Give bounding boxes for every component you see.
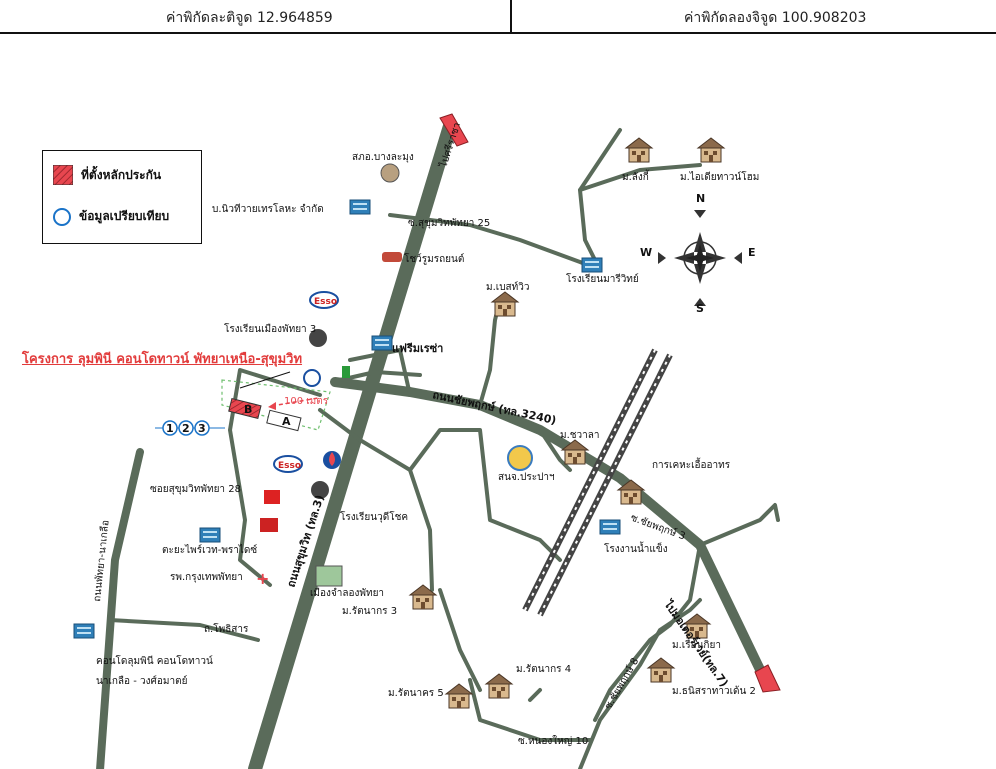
house-icon (485, 673, 513, 699)
header-lines (0, 0, 996, 34)
compass-e: E (748, 246, 756, 259)
building-icon (581, 257, 603, 273)
school-mary-label: โรงเรียนมารีวิทย์ (566, 272, 639, 285)
longitude-label: ค่าพิกัดลองจิจูด 100.908203 (684, 10, 867, 26)
lungkit-label: ม.ลังกี้ (622, 169, 650, 183)
showroom-label: โชว์รูมรถยนต์ (404, 252, 464, 265)
seven-eleven-icon (342, 366, 350, 378)
plot-a-label: A (282, 415, 291, 428)
building-icon (199, 527, 221, 543)
muangjam-label: เมืองจำลองพัทยา (310, 587, 384, 599)
svg-text:Esso: Esso (278, 461, 301, 471)
police-icon (380, 163, 400, 183)
compass-s: S (696, 302, 704, 315)
mini-siam-icon (315, 565, 343, 587)
lumpini-condo-label-2: นาเกลือ - วงศ์อมาตย์ (96, 675, 187, 687)
legend-collateral: ที่ตั้งหลักประกัน (53, 165, 161, 185)
school-icon (309, 329, 327, 347)
distance-label: 100 เมตร (284, 396, 329, 407)
chaiphruek8-label: ซ.ชัยพฤกษ์ 8 (602, 656, 641, 712)
legend-compare: ข้อมูลเปรียบเทียบ (53, 207, 169, 226)
plot-a-marker (266, 409, 302, 432)
school-muang-label: โรงเรียนเมืองพัทยา 3 (224, 322, 316, 335)
rattanakorn4-label: ม.รัตนากร 4 (516, 664, 571, 675)
nongyai10-label: ซ.หนองใหญ่ 10 (518, 735, 588, 747)
building-icon (73, 623, 95, 639)
circle-swatch-icon (53, 207, 71, 226)
project-title: โครงการ ลุมพินี คอนโดทาวน์ พัทยาเหนือ-สุ… (22, 352, 303, 367)
building-icon (371, 335, 393, 351)
to-motorway-arrow (754, 664, 781, 693)
ruankiya-label: ม.เรือนกิยา (672, 639, 721, 651)
plot-b-marker (228, 397, 262, 420)
legend-compare-label: ข้อมูลเปรียบเทียบ (79, 209, 170, 223)
hospital-label: รพ.กรุงเทพพัทยา (170, 572, 243, 583)
mitsubishi-icon (264, 490, 280, 504)
hospital-icon: + (256, 569, 269, 588)
school-icon (311, 481, 329, 499)
rattanakorn3-label: ม.รัตนากร 3 (342, 606, 397, 617)
pattaya-naklua-label: ถนนพัทยา-นาเกลือ (91, 519, 112, 602)
esso-icon (309, 291, 339, 309)
marker-1: 1 (166, 422, 174, 435)
road-network (96, 119, 780, 769)
latitude-label: ค่าพิกัดละติจูด 12.964859 (166, 10, 333, 26)
compass-w: W (640, 246, 652, 259)
fairmaid-label: แฟรีมเรซ่า (392, 342, 443, 355)
food-factory-label: การเคหะเอื้ออาทร (652, 457, 731, 471)
honda-icon (260, 518, 278, 532)
soi28-label: ซอยสุขุมวิทพัทยา 28 (150, 484, 241, 495)
sukhumvit-road (248, 119, 457, 769)
pattaya-naklua-road (96, 448, 144, 769)
coordinate-header: ค่าพิกัดละติจูด 12.964859 ค่าพิกัดลองจิจ… (0, 0, 996, 34)
rattanakorn5-label: ม.รัตนาคร 5 (388, 688, 444, 699)
to-sriracha-arrow (439, 113, 469, 147)
building-icon (599, 519, 621, 535)
house-icon (445, 683, 473, 709)
lumpini-condo-label-1: คอนโดลุมพินี คอนโดทาวน์ (96, 654, 213, 667)
compass-n: N (696, 192, 705, 205)
tower-label: ตะยะไพร์เวท-พราไดซ์ (162, 544, 257, 556)
house-icon (697, 137, 725, 163)
house-icon (647, 657, 675, 683)
comparison-markers: 1 2 3 (155, 420, 225, 436)
soi25-label: ซ.สุขุมวิทพัทยา 25 (408, 218, 490, 229)
school-wat-label: โรงเรียนวุดีโชค (340, 510, 408, 523)
prapa-label: สนจ.ประปาฯ (498, 472, 555, 483)
chaiyaphruek-label: ถนนชัยพฤกษ์ (ทล.3240) (431, 388, 557, 427)
car-icon (382, 252, 402, 262)
building-icon (349, 199, 371, 215)
marker-2: 2 (182, 422, 190, 435)
ice-factory-label: โรงงานน้ำแข็ง (604, 541, 668, 555)
railway (522, 348, 673, 617)
house-icon (625, 137, 653, 163)
police-label: สภอ.บางละมุง (352, 152, 414, 163)
legend-collateral-label: ที่ตั้งหลักประกัน (81, 167, 162, 182)
project-site: B A 100 เมตร (221, 371, 331, 432)
phothisan-label: ถ.โพธิสาร (204, 622, 249, 635)
marker-3: 3 (198, 422, 206, 435)
chawala-label: ม.ชวาลา (560, 430, 600, 441)
house-icon (491, 291, 519, 317)
bessawan-label: ม.เบสท์วิว (486, 281, 529, 293)
water-authority-icon (507, 445, 533, 471)
esso-icon (273, 455, 303, 473)
svg-text:Esso: Esso (314, 297, 337, 307)
poi-icons: Esso Esso + (256, 163, 533, 588)
plot-b-label: B (244, 403, 252, 416)
tanisara-label: ม.ธนิสราทาวเด้น 2 (672, 685, 756, 697)
hatch-swatch-icon (53, 165, 73, 185)
temple-icon (303, 369, 321, 387)
compass-rose: N S W E (640, 192, 756, 315)
newvision-label: บ.นิวทีวายเทรโลหะ จำกัด (212, 202, 324, 215)
phothisan-road (108, 618, 260, 642)
idea-label: ม.ไอเดียทาวน์โฮม (680, 170, 759, 183)
map-legend: ที่ตั้งหลักประกัน ข้อมูลเปรียบเทียบ (42, 150, 202, 244)
